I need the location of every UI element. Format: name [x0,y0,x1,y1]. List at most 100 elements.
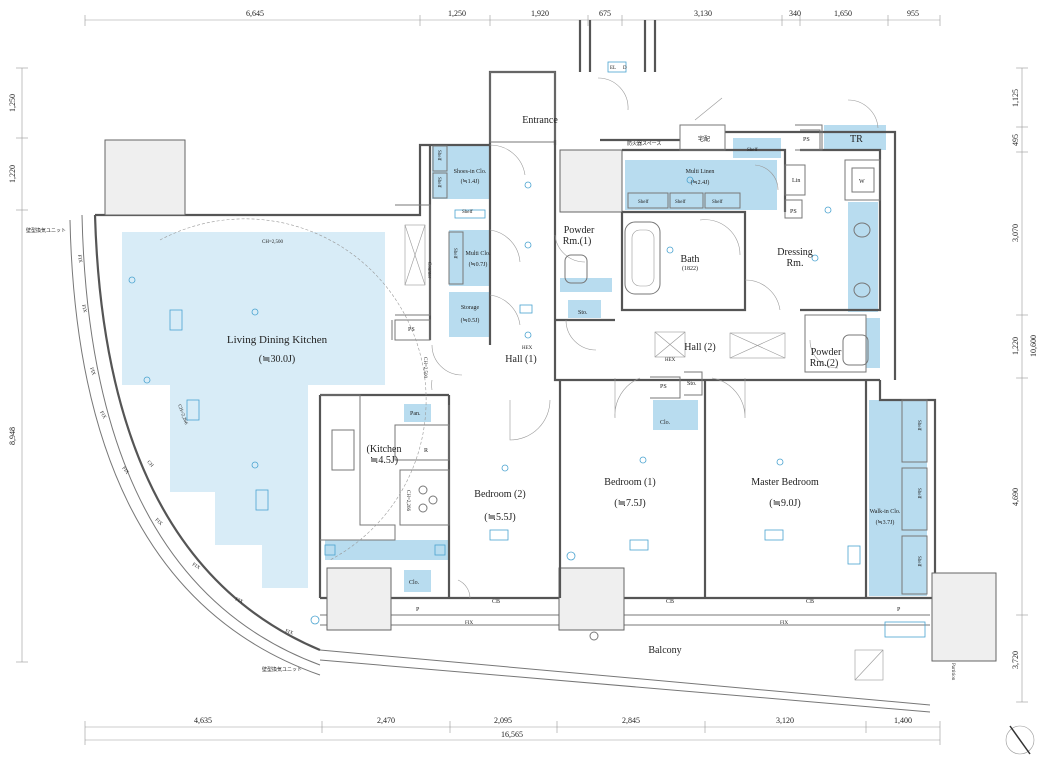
dim-left-2: 1,220 [8,165,17,183]
dim-left-3: 8,948 [8,427,17,445]
dim-bottom-total: 16,565 [501,730,523,739]
sto-label-1: Sto. [578,310,588,316]
fix-label-9: FIX [284,629,294,636]
north-arrow-icon [1005,725,1035,755]
powder1-counter [560,278,612,292]
ps-label-4: PS [660,384,667,390]
powder1-label: Powder [564,225,595,236]
kitchen-size: ≒4.5J) [370,455,398,466]
storage-label: Storage [461,305,480,311]
dim-bottom-1: 4,635 [194,716,212,725]
fix-label-5: FIX [120,466,129,476]
storage-space-label: 防火器スペース [627,140,661,147]
sto-label-2: Sto. [687,381,697,387]
entrance-label: Entrance [522,115,558,126]
kitchen-counter-floor [325,540,448,560]
master-label: Master Bedroom [751,477,819,488]
column-se [931,572,997,662]
powder2-label-2: Rm.(2) [810,358,839,369]
ch-label: CH [145,460,154,469]
shelf-label-5: Shelf [462,210,473,215]
multi-closet-size: (≒0.7J) [469,261,488,268]
storage-size: (≒0.5J) [461,317,480,324]
hex-label-2: HEX [665,358,676,363]
multi-linen-size: (≒2.4J) [691,179,710,186]
walkin-size: (≒3.7J) [876,519,895,526]
dim-right-5: 10,600 [1029,335,1038,357]
cb-label-1: CB [492,599,500,605]
shelf-label-8: Shelf [452,248,457,259]
ldk-label: Living Dining Kitchen [227,334,328,346]
powder1-label-2: Rm.(1) [563,236,592,247]
p-label-1: P [416,607,420,613]
column-s [558,567,625,631]
dim-right-3: 3,070 [1011,224,1020,242]
el-label: EL [610,66,616,71]
walkin-shelves [432,145,928,595]
clo-label-2: Clo. [409,580,420,586]
dimension-bottom: 4,635 2,470 2,095 2,845 3,120 1,400 16,5… [84,716,941,745]
dim-right-7: 3,720 [1011,651,1020,669]
d-label: D [623,66,627,71]
fix-labels: FIX FIX FIX FIX FIX FIX FIX FIX FIX FIX … [76,254,788,636]
fix-label-4: FIX [98,411,106,421]
dim-top-1: 6,645 [246,9,264,18]
tr-floor [824,125,886,150]
stove-burner-1-icon [418,485,428,495]
kitchen-sink-icon [331,429,355,471]
ldk-floor [122,232,385,588]
column-n [559,149,623,213]
bath-label: Bath [681,254,700,265]
hex-label-1: HEX [522,346,533,351]
shelf-label-9: Shelf [916,420,921,431]
multi-linen-floor [625,160,777,210]
bath-size: (1822) [682,265,698,272]
vent-unit-label-2: 壁型換気ユニット [262,666,302,673]
ps-label-1: PS [408,327,415,333]
dim-bottom-4: 2,845 [622,716,640,725]
bedroom2-label: Bedroom (2) [474,489,525,500]
door-swings [159,77,879,599]
dim-top-3: 1,920 [531,9,549,18]
washer-icon [851,167,875,193]
dim-top-5: 3,130 [694,9,712,18]
shelf-label-1: Shelf [747,148,758,153]
ch2266-label-2: CH=2,266 [405,490,410,512]
ps-label-2: PS [803,137,810,143]
bedroom1-size: (≒7.5J) [614,498,645,509]
shelf-label-2: Shelf [638,200,649,205]
dimension-right: 1,125 495 3,070 1,220 10,600 4,690 3,720 [1011,67,1038,703]
dressing-label: Dressing [777,247,813,258]
small-labels: PS PS PS PS TR Lin W Clo. Clo. Sto. Sto.… [26,66,955,681]
shelf-label-4: Shelf [712,200,723,205]
dim-right-1: 1,125 [1011,89,1020,107]
fix-label-1: FIX [76,254,82,263]
stove-burner-2-icon [428,495,438,505]
master-size: (≒9.0J) [769,498,800,509]
storage-floor [449,292,491,337]
dim-bottom-5: 3,120 [776,716,794,725]
dim-top-6: 340 [789,9,801,18]
pantry-label: Pan. [410,411,421,417]
fix-label-8: FIX [234,597,244,605]
dim-left-1: 1,250 [8,94,17,112]
floor-highlights [122,125,927,596]
cb-label-3: CB [806,599,814,605]
sto-floor [568,300,601,318]
pantry-floor [404,404,431,422]
w-label: W [859,179,865,185]
dim-top-4: 675 [599,9,611,18]
dim-top-2: 1,250 [448,9,466,18]
ldk-size: (≒30.0J) [259,354,295,365]
takuhai-label: 宅配 [698,135,710,143]
dim-bottom-6: 1,400 [894,716,912,725]
column-nw [104,139,186,216]
columns [104,139,997,662]
dim-bottom-3: 2,095 [494,716,512,725]
dim-right-4: 1,220 [1011,337,1020,355]
fix-label-6: FIX [154,518,164,527]
bathtub-icon [624,221,661,295]
shelf-label-11: Shelf [916,556,921,567]
sink-2-icon [853,282,871,298]
